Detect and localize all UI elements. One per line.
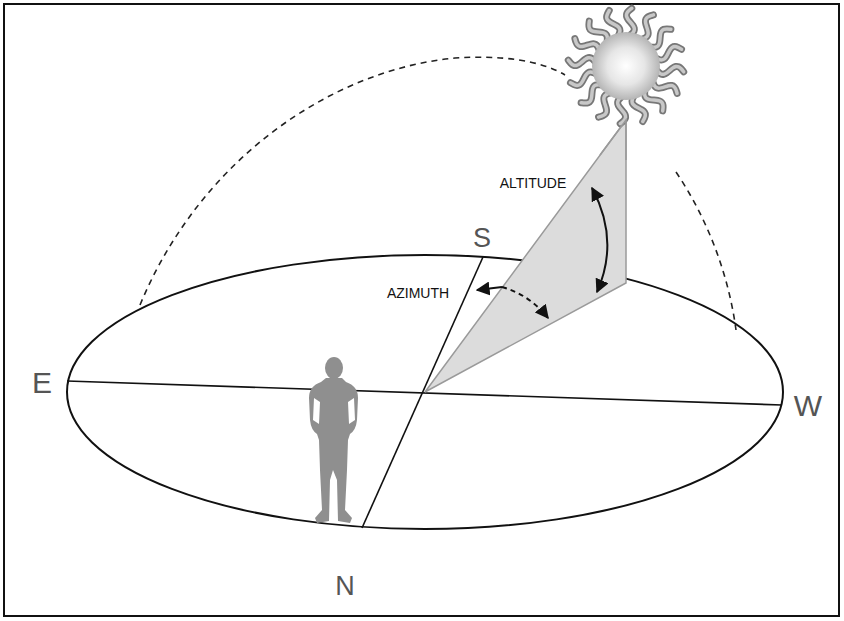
sun-ray (618, 96, 626, 124)
sun-ray (568, 58, 596, 66)
sun-ray (626, 8, 634, 36)
altitude-arrow (592, 188, 607, 292)
east-west-line (67, 381, 782, 405)
sun-disc (592, 32, 660, 100)
altitude-triangle (425, 120, 626, 392)
angle-label: AZIMUTH (387, 286, 449, 300)
sun-ray (581, 85, 603, 103)
sun-ray (645, 89, 663, 111)
compass-letter: W (794, 391, 822, 421)
sun-ray (649, 29, 671, 47)
sun-ray (568, 58, 596, 66)
angle-label: ALTITUDE (500, 176, 567, 190)
compass-letter: E (32, 368, 52, 398)
sun-ray (618, 96, 626, 124)
sun-ray (656, 66, 684, 74)
altitude-triangle-edge (600, 120, 626, 160)
sun-ray (652, 80, 677, 93)
observer-figure (309, 357, 358, 523)
sun-ray (626, 8, 634, 36)
sun-ray (581, 85, 603, 103)
sun-ray (599, 92, 612, 117)
sun-ray (589, 21, 607, 43)
frame (4, 4, 839, 616)
sun-ray (575, 39, 600, 52)
azimuth-arrow (477, 287, 502, 290)
sun-ray (640, 15, 653, 40)
sun-ray (645, 89, 663, 111)
sun-ray (599, 92, 612, 117)
sun-ray (656, 66, 684, 74)
sun-ray (640, 15, 653, 40)
north-south-line (362, 257, 483, 528)
azimuth-arrow (502, 287, 548, 318)
sun-ray (575, 39, 600, 52)
sun-ray (589, 21, 607, 43)
compass-letter: N (335, 573, 355, 600)
compass-letter: S (473, 225, 491, 252)
sun (568, 8, 683, 160)
sun-ray (649, 29, 671, 47)
sun-ray (652, 80, 677, 93)
